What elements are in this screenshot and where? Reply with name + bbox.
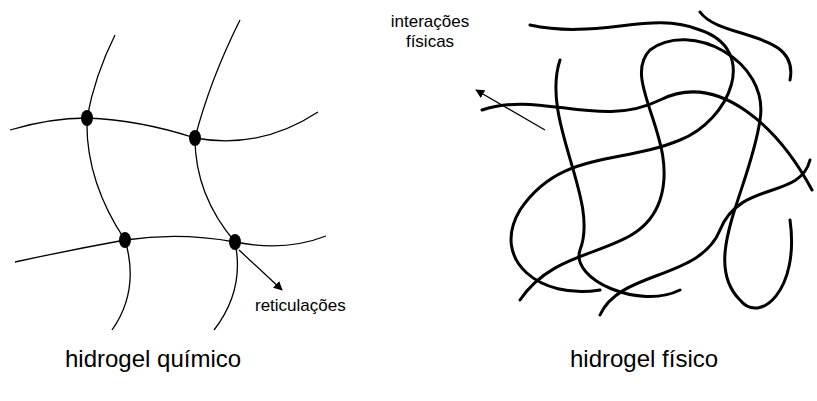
physical-tangle	[482, 12, 812, 315]
crosslink-dots	[81, 110, 241, 250]
annotation-label: interações físicas	[380, 12, 480, 51]
chemical-network	[10, 20, 326, 330]
leader-arrow	[239, 250, 282, 290]
annotation-label: reticulações	[255, 296, 346, 316]
caption-label: hidrogel químico	[65, 345, 241, 373]
leader-arrow	[476, 90, 545, 130]
caption-label: hidrogel físico	[570, 345, 718, 373]
